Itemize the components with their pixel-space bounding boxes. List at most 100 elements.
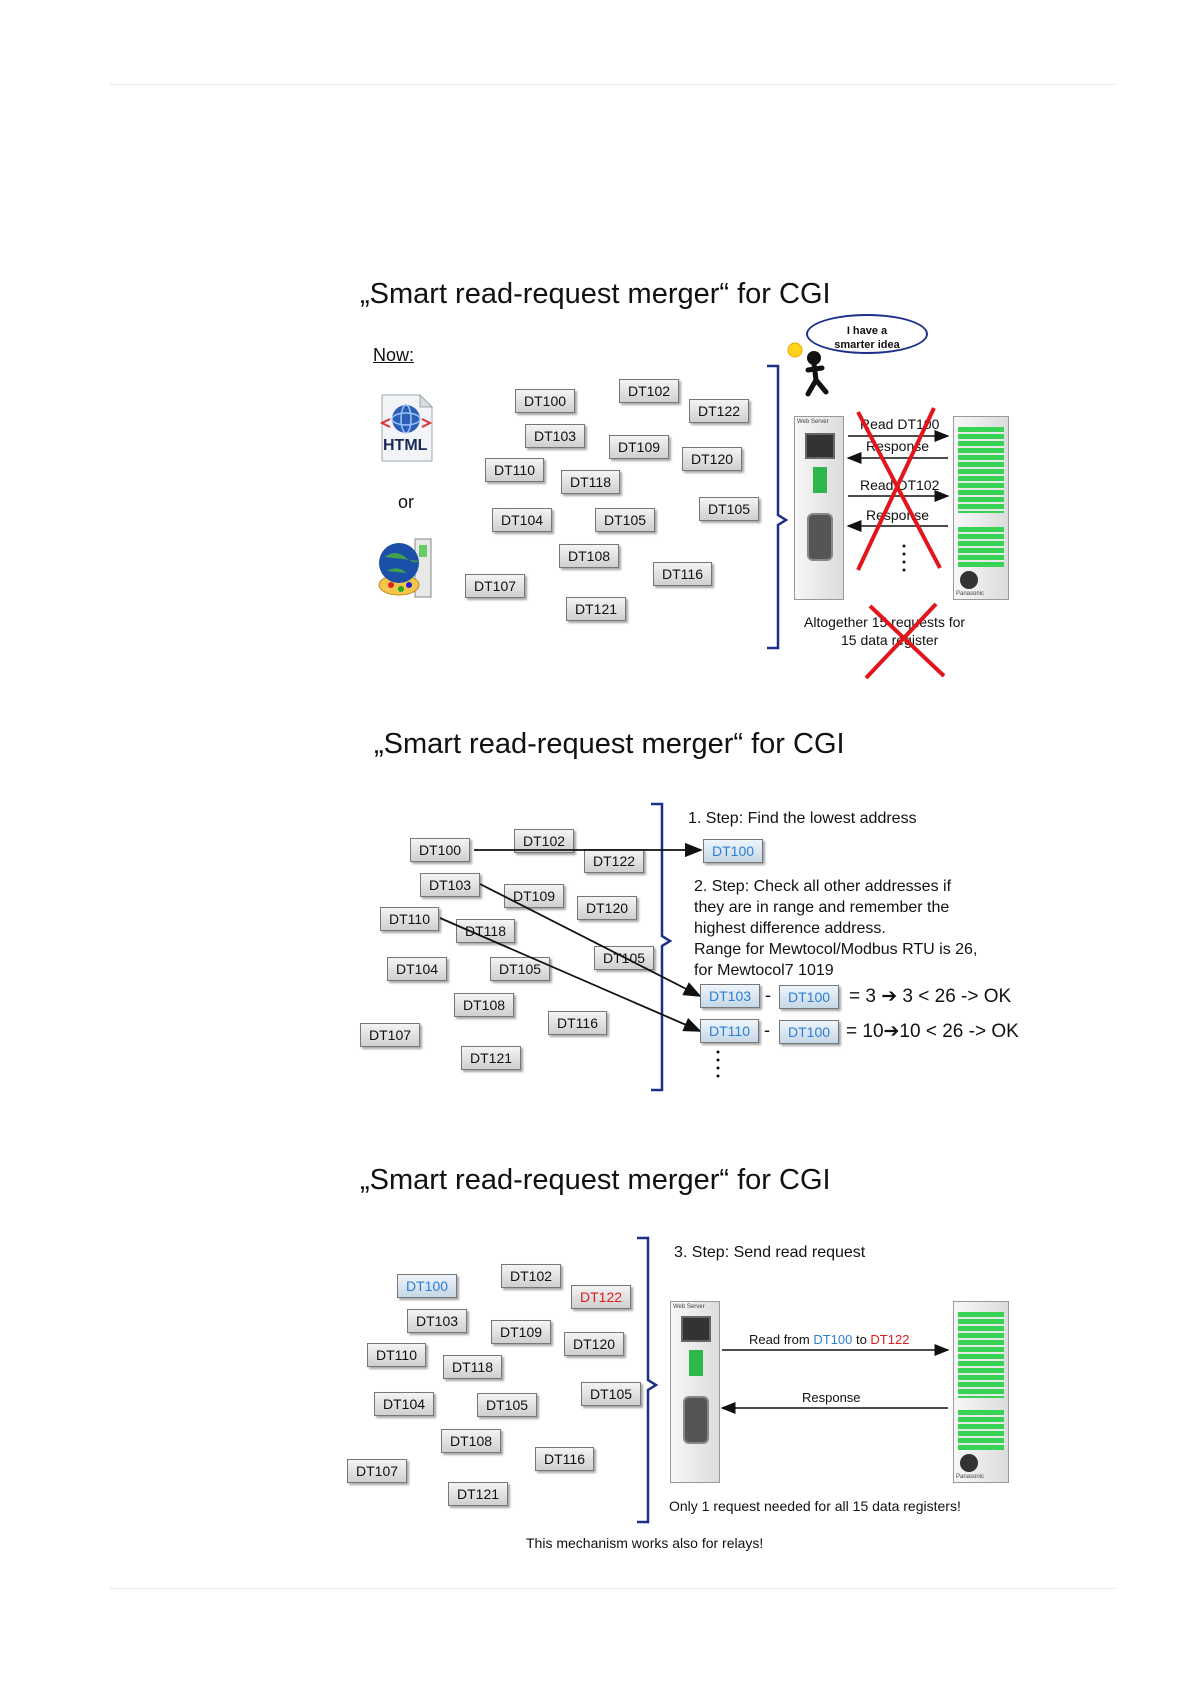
register-box: DT116 — [548, 1011, 607, 1035]
calc-2-minus: - — [764, 1020, 770, 1040]
or-label: or — [398, 492, 415, 512]
thought-bubble: I have a smarter idea — [806, 314, 928, 354]
step-2-line: 2. Step: Check all other addresses if — [694, 878, 952, 895]
calc-1-minus: - — [765, 985, 771, 1005]
register-box: DT118 — [456, 919, 515, 943]
step-1-text: 1. Step: Find the lowest address — [688, 810, 917, 827]
register-box: DT120 — [564, 1332, 625, 1356]
html-icon-label: HTML — [383, 437, 428, 454]
register-box: DT107 — [360, 1023, 421, 1047]
web-server-label: Web Server — [673, 1304, 705, 1310]
web-server-label: Web Server — [797, 419, 829, 425]
only-one-request-text: Only 1 request needed for all 15 data re… — [669, 1498, 961, 1514]
calc-1-register-a: DT103 — [700, 984, 761, 1008]
plc-brand-label: Panasonic — [956, 591, 985, 597]
register-box: DT122 — [571, 1285, 632, 1309]
read-request-label: Read from DT100 to DT122 — [749, 1332, 909, 1347]
step-ellipsis-dots — [716, 1050, 720, 1078]
register-box: DT118 — [561, 470, 620, 494]
register-box: DT116 — [535, 1447, 594, 1471]
read-prefix: Read from — [749, 1332, 814, 1347]
step-2-line: Range for Mewtocol/Modbus RTU is 26, — [694, 941, 978, 958]
web-globe-icon — [375, 535, 435, 600]
plc-io-strip — [958, 427, 1004, 513]
register-box: DT120 — [682, 447, 743, 471]
step-2-line: highest difference address. — [694, 920, 886, 937]
register-box: DT110 — [367, 1343, 426, 1367]
flow-ellipsis-dots — [902, 544, 906, 572]
plc-io-strip — [958, 527, 1004, 567]
now-label: Now: — [373, 345, 415, 365]
plc-device: Panasonic — [953, 416, 1009, 600]
bottom-rule — [110, 1588, 1115, 1589]
register-box: DT109 — [504, 884, 565, 908]
register-box: DT102 — [501, 1264, 562, 1288]
plc-connector-icon — [960, 1454, 978, 1472]
web-server-device: Web Server — [794, 416, 844, 600]
slide-1-brace — [767, 364, 789, 650]
register-box: DT107 — [465, 574, 526, 598]
bubble-line-2: smarter idea — [834, 339, 900, 351]
red-cross-icon — [856, 407, 946, 680]
register-box: DT109 — [609, 435, 670, 459]
top-rule — [110, 84, 1115, 85]
register-box: DT107 — [347, 1459, 408, 1483]
lowest-address-box: DT100 — [703, 839, 764, 863]
altogether-line-2: 15 data register — [841, 632, 939, 648]
serial-port-icon — [807, 513, 833, 561]
plc-brand-label: Panasonic — [956, 1474, 985, 1480]
register-box: DT121 — [461, 1046, 522, 1070]
ethernet-port-icon — [805, 433, 835, 459]
step-2-text: 2. Step: Check all other addresses if th… — [694, 876, 977, 981]
register-box: DT100 — [515, 389, 576, 413]
register-box: DT122 — [689, 399, 750, 423]
register-box: DT104 — [492, 508, 553, 532]
register-box: DT103 — [420, 873, 481, 897]
register-box: DT120 — [577, 896, 638, 920]
register-box: DT122 — [584, 849, 645, 873]
register-box: DT105 — [595, 508, 656, 532]
register-box: DT110 — [485, 458, 544, 482]
bubble-line-1: I have a — [846, 325, 888, 337]
plc-io-strip — [958, 1312, 1004, 1398]
register-box: DT121 — [448, 1482, 509, 1506]
read-to-word: to — [852, 1332, 871, 1347]
read-to-register: DT122 — [870, 1332, 910, 1347]
step-3-text: 3. Step: Send read request — [674, 1244, 866, 1261]
calc-2-result: = 10➔10 < 26 -> OK — [846, 1021, 1019, 1042]
register-box: DT103 — [407, 1309, 468, 1333]
calc-2-register-b: DT100 — [779, 1020, 840, 1044]
register-box: DT105 — [581, 1382, 642, 1406]
register-box: DT104 — [387, 957, 448, 981]
calc-1-result: = 3 ➔ 3 < 26 -> OK — [849, 986, 1012, 1007]
register-box: DT103 — [525, 424, 586, 448]
ethernet-port-icon — [681, 1316, 711, 1342]
plc-connector-icon — [960, 571, 978, 589]
register-box: DT100 — [397, 1274, 458, 1298]
calc-1-register-b: DT100 — [779, 985, 840, 1009]
web-server-device: Web Server — [670, 1301, 720, 1483]
slide-1-flow-arrows — [846, 430, 950, 572]
register-box: DT109 — [491, 1320, 552, 1344]
thinking-figure-icon — [786, 338, 836, 398]
step-2-line: for Mewtocol7 1019 — [694, 962, 834, 979]
response-label: Response — [802, 1390, 861, 1405]
read-from-register: DT100 — [813, 1332, 853, 1347]
register-box: DT118 — [443, 1355, 502, 1379]
register-box: DT105 — [699, 497, 760, 521]
register-box: DT102 — [619, 379, 680, 403]
register-box: DT110 — [380, 907, 439, 931]
step-2-line: they are in range and remember the — [694, 899, 950, 916]
relays-note: This mechanism works also for relays! — [526, 1535, 764, 1551]
register-box: DT116 — [653, 562, 712, 586]
serial-port-icon — [683, 1396, 709, 1444]
html-document-icon: HTML — [378, 393, 434, 463]
terminal-block-icon — [689, 1350, 703, 1376]
register-box: DT104 — [374, 1392, 435, 1416]
slide-1-title: „Smart read-request merger“ for CGI — [360, 278, 831, 310]
slide-3-title: „Smart read-request merger“ for CGI — [360, 1164, 831, 1196]
register-box: DT100 — [410, 838, 471, 862]
register-box: DT108 — [454, 993, 515, 1017]
